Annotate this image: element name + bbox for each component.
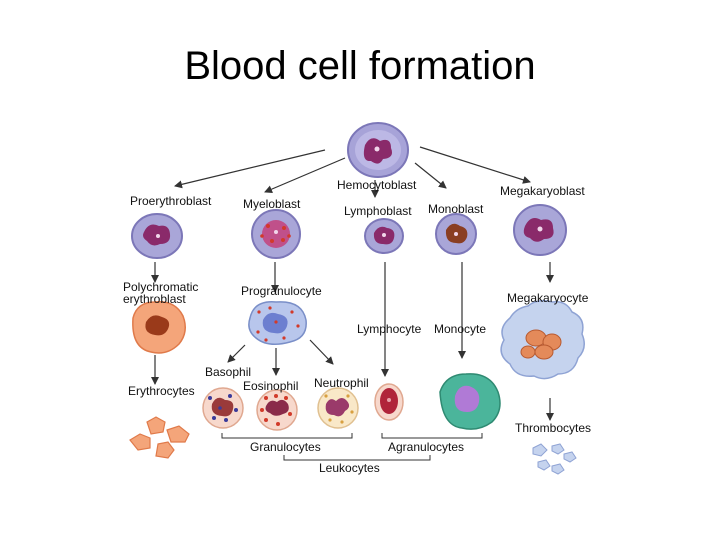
label-erythrocytes: Erythrocytes [128, 384, 195, 398]
label-neutrophil: Neutrophil [314, 376, 369, 390]
label-agranulocytes: Agranulocytes [388, 440, 465, 454]
arrow-to-myeloblast [264, 157, 346, 193]
proerythroblast-cell [131, 213, 183, 259]
granulocytes-bracket [221, 433, 353, 439]
lymphoblast-cell [364, 218, 404, 254]
polychromatic-erythroblast-cell [132, 301, 186, 354]
label-thrombocytes: Thrombocytes [515, 421, 592, 435]
label-basophil: Basophil [205, 365, 252, 379]
arrow-to-megakaryoblast [419, 146, 531, 184]
grouping-brackets [221, 433, 483, 461]
label-lymphoblast: Lymphoblast [344, 204, 412, 218]
label-megakaryocyte: Megakaryocyte [507, 291, 589, 305]
label-polychromatic-line2: erythroblast [123, 292, 186, 306]
label-proerythroblast: Proerythroblast [130, 194, 212, 208]
thrombocytes-group [532, 443, 577, 475]
megakaryoblast-cell [513, 204, 567, 256]
agranulocytes-bracket [381, 433, 483, 439]
connector-arrows [151, 146, 554, 421]
megakaryocyte-cell [500, 299, 585, 380]
basophil-cell [202, 387, 244, 429]
erythrocytes-group [129, 416, 190, 459]
eosinophil-cell [256, 389, 298, 431]
label-monoblast: Monoblast [428, 202, 484, 216]
progranulocyte-cell [248, 301, 307, 345]
arrow-to-monoblast [414, 162, 447, 189]
label-myeloblast: Myeloblast [243, 197, 301, 211]
label-monocyte: Monocyte [434, 322, 487, 336]
hemocytoblast-cell [347, 122, 409, 178]
monoblast-cell [435, 213, 477, 255]
leukocytes-bracket [283, 455, 431, 461]
lymphocyte-cell [374, 383, 404, 421]
label-lymphocyte: Lymphocyte [357, 322, 422, 336]
monocyte-cell [439, 373, 501, 430]
arrow-to-basophil [227, 344, 246, 363]
arrow-to-proerythroblast [174, 149, 326, 189]
label-polychromatic-line1: Polychromatic [123, 280, 199, 294]
label-leukocytes: Leukocytes [319, 461, 380, 475]
myeloblast-cell [251, 209, 301, 259]
page-title: Blood cell formation [184, 44, 536, 88]
label-eosinophil: Eosinophil [243, 379, 299, 393]
neutrophil-cell [317, 387, 359, 429]
label-hemocytoblast: Hemocytoblast [337, 178, 417, 192]
label-progranulocyte: Progranulocyte [241, 284, 322, 298]
label-megakaryoblast: Megakaryoblast [500, 184, 585, 198]
label-granulocytes: Granulocytes [250, 440, 321, 454]
arrow-to-neutrophil [309, 339, 334, 365]
